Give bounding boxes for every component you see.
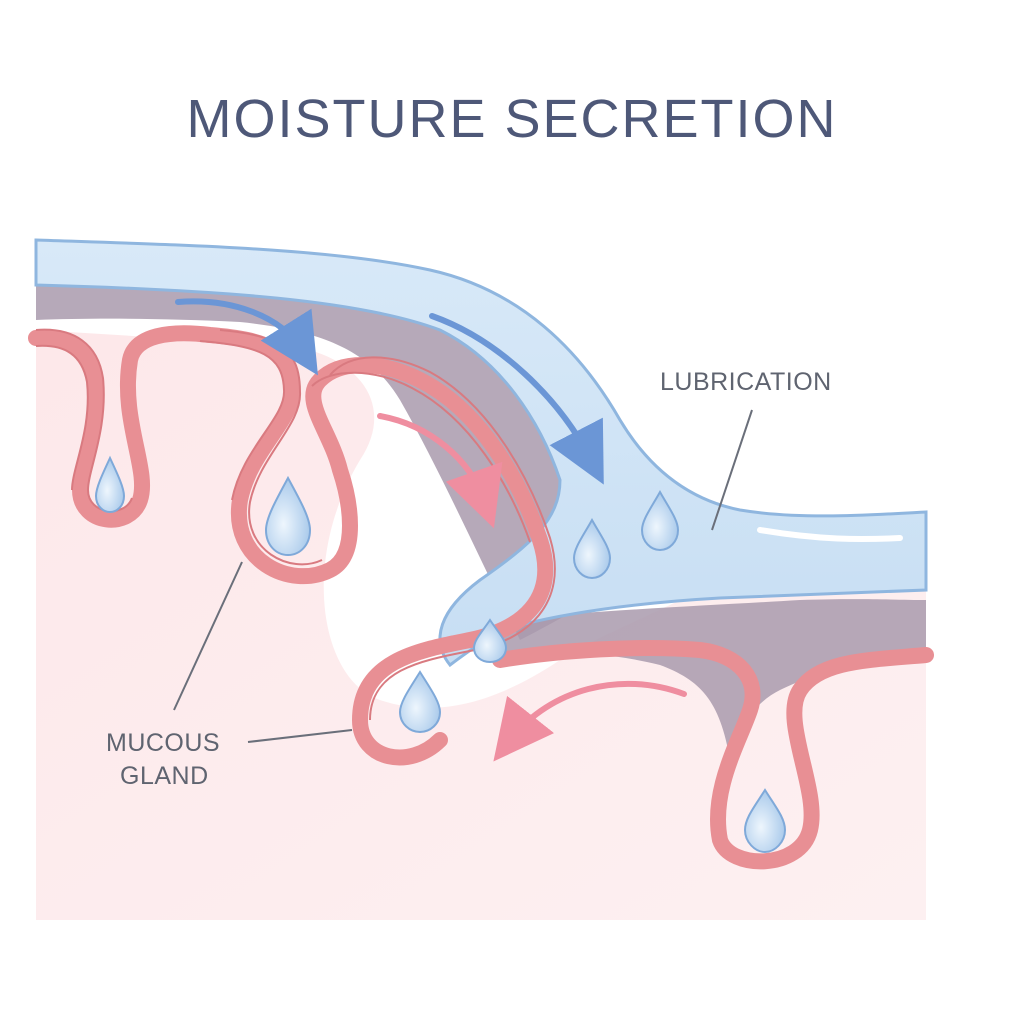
- lubrication-label: LUBRICATION: [660, 368, 832, 396]
- droplet-icon: [400, 672, 440, 732]
- mucous-gland-label-line2: GLAND: [120, 762, 209, 790]
- mucous-gland-label-line1: MUCOUS: [106, 729, 220, 757]
